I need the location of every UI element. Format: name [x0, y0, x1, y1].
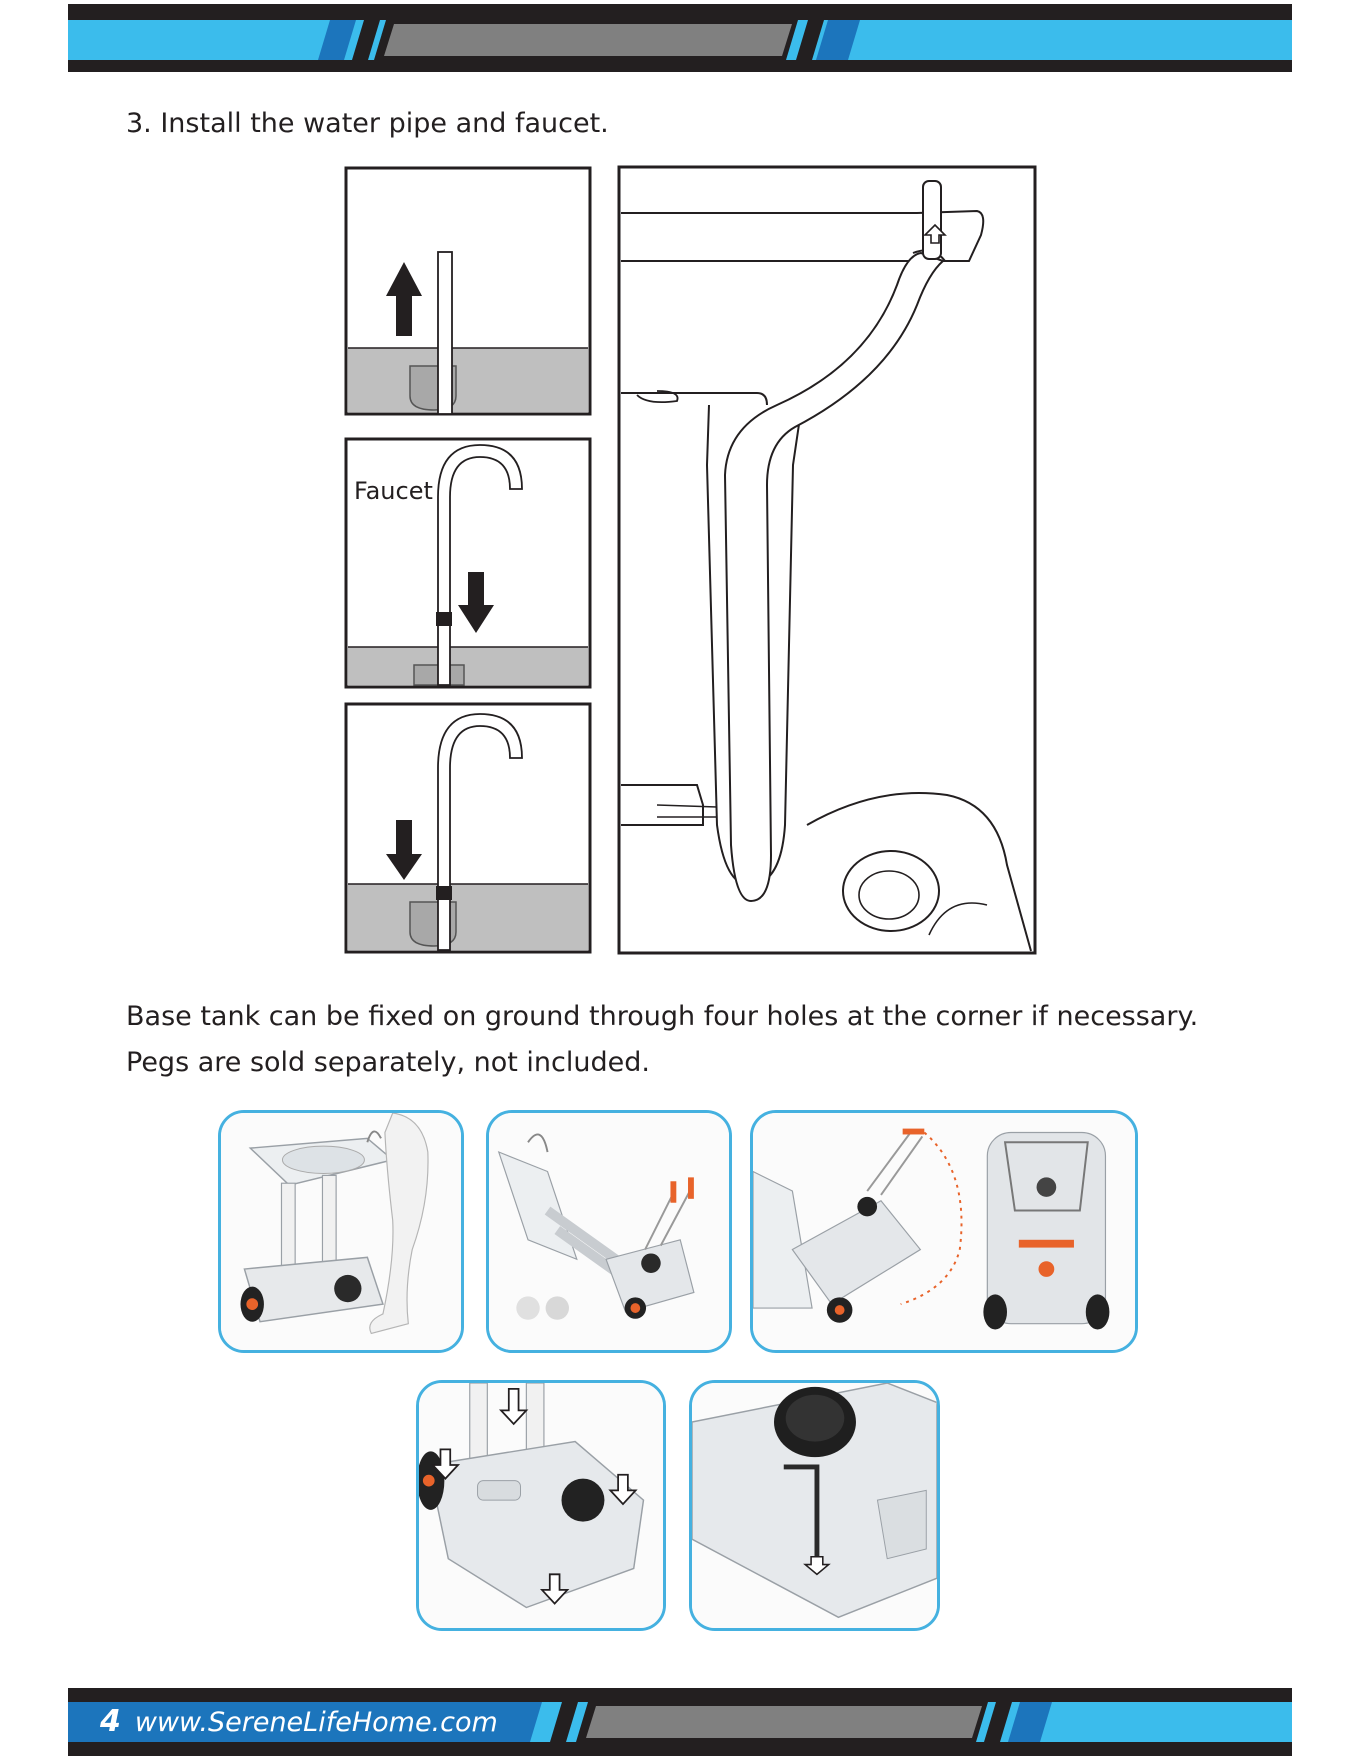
- note-line-1: Base tank can be fixed on ground through…: [126, 997, 1198, 1037]
- diagram-pipe-insert-up: [344, 166, 592, 416]
- header-banner: [68, 4, 1292, 72]
- photo-corner-hole-peg: [689, 1380, 940, 1631]
- website-link[interactable]: www.SereneLifeHome.com: [135, 1707, 498, 1738]
- page-number: 4: [100, 1704, 121, 1739]
- photo-handle-swing-and-rear-view: [750, 1110, 1138, 1353]
- photo-folding-cart: [486, 1110, 732, 1353]
- diagram-pipe-routing-side-view: [617, 165, 1037, 955]
- step-heading: 3. Install the water pipe and faucet.: [126, 104, 609, 144]
- diagram-faucet-insert-down: Faucet: [344, 437, 592, 689]
- diagram-faucet-seated: [344, 702, 592, 954]
- photo-sink-with-person: [218, 1110, 464, 1353]
- faucet-label: Faucet: [354, 477, 433, 505]
- note-line-2: Pegs are sold separately, not included.: [126, 1043, 650, 1083]
- footer-text: 4 www.SereneLifeHome.com: [100, 1702, 498, 1742]
- photo-base-tank-corner-holes: [416, 1380, 666, 1631]
